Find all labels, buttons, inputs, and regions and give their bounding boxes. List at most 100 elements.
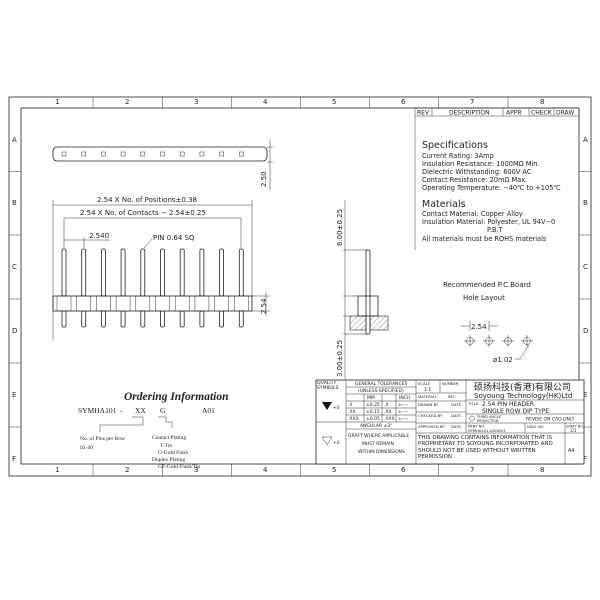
zone-column-label: 3 <box>194 98 198 106</box>
zone-row-label: F <box>583 455 587 463</box>
header-front-view: 2.54 X No. of Positions±0.38 2.54 X No. … <box>52 196 270 340</box>
code-dash: - <box>120 406 123 415</box>
zone-row-label: E <box>12 391 16 399</box>
tolerance-cell: ±---- <box>398 402 409 408</box>
pin-upper <box>219 248 225 297</box>
mm-header: MM <box>367 395 375 401</box>
check-header: CHECK <box>531 110 553 117</box>
zone-column-label: 4 <box>263 98 268 106</box>
tolerance-cell: ±0.15 <box>366 409 380 415</box>
draft-note: WITHIN DIMENSIONS <box>358 449 405 455</box>
title-block: QUALITY SYMBOLS GENERAL TOLERANCES (UNLE… <box>315 379 585 465</box>
zone-column-label: 1 <box>55 466 59 474</box>
zone-row-label: A <box>583 136 588 144</box>
date-label: DATE <box>451 402 461 407</box>
tolerance-cell: .X <box>384 402 389 408</box>
zone-column-label: 7 <box>470 466 474 474</box>
draft-note: MUST REMAIN <box>362 441 394 447</box>
materials-title: Materials <box>422 199 466 210</box>
pin-lower <box>61 310 67 328</box>
part-no-label: PART NO. <box>468 424 485 429</box>
pin-lower <box>140 310 146 328</box>
material-line: P.B.T <box>487 226 504 234</box>
pin-square <box>199 151 205 157</box>
inner-frame <box>20 107 580 465</box>
pcb-hole-layout: Recommended P.C.Board Hole Layout 2.54 ø… <box>443 281 533 364</box>
height-dimension: 2.50 <box>260 171 268 187</box>
quality-triangle-icon <box>322 402 332 410</box>
pin-square <box>120 151 126 157</box>
pin-square <box>140 151 146 157</box>
quality-symbol-value: +0 <box>333 405 340 411</box>
draft-note: DRAFT WHERE APPLICABLE <box>348 433 409 439</box>
angular-tolerance: ANGULAR ±3° <box>360 423 392 429</box>
date-label: DATE <box>451 413 461 418</box>
specifications-title: Specifications <box>422 140 488 151</box>
quality-symbol-value: +0 <box>333 440 340 446</box>
duplex-option: GF-Gold Flash/Tin <box>158 464 200 470</box>
body-height-dimension: 2.54 <box>260 298 268 314</box>
pin-lower <box>199 310 205 328</box>
part-number: SYMHA101-XXGA01 <box>468 428 506 433</box>
tolerance-cell: .XX <box>384 409 392 415</box>
zone-column-label: 7 <box>470 98 474 106</box>
lower-pin-dimension: 3.00±0.25 <box>336 340 344 377</box>
zone-column-label: 6 <box>401 466 406 474</box>
date-label: DATE <box>451 424 461 429</box>
tolerance-cell: ±0.25 <box>366 402 380 408</box>
rec-label: REC <box>448 394 456 399</box>
pitch-dimension: 2.540 <box>89 232 109 240</box>
drawing-subtitle: SINGLE ROW DIP TYPE <box>482 408 549 415</box>
pin-upper <box>238 248 244 297</box>
tolerance-cell: .XX <box>348 409 356 415</box>
pin-upper <box>61 248 67 297</box>
inch-header: INCH <box>399 395 410 401</box>
pin-square <box>239 151 244 157</box>
number-label: NUMBER <box>442 381 459 386</box>
material-line: Contact Material: Copper Alloy <box>422 210 523 218</box>
zone-row-label: B <box>583 199 588 207</box>
code-plating: G <box>160 406 166 415</box>
zone-row-label: D <box>583 327 588 335</box>
tolerance-cell: ±---- <box>398 409 409 415</box>
pin-lower <box>81 310 87 328</box>
pcb-layout-title: Recommended P.C.Board <box>443 281 531 289</box>
pin-square <box>81 151 86 157</box>
tolerances-title: GENERAL TOLERANCES <box>355 381 408 387</box>
plating-title: Contact Plating <box>152 435 186 441</box>
scale-label: SCALE <box>418 381 431 386</box>
pins-range: 02-40 <box>80 445 93 451</box>
zone-column-label: 6 <box>401 98 406 106</box>
zone-column-label: 2 <box>125 98 129 106</box>
zone-row-label: D <box>12 327 17 335</box>
zone-column-label: 5 <box>332 466 336 474</box>
pin-upper <box>160 248 165 297</box>
quality-triangle-outline-icon <box>321 436 333 446</box>
spec-line: Insulation Resistance: 1000MΩ Min. <box>422 160 540 168</box>
drawn-by-label: DRAWN BY <box>418 402 439 407</box>
pin-lower <box>238 310 244 328</box>
pin-housing-cell <box>76 295 91 312</box>
company-name-english: Soyoung Technology(HK)Ltd <box>474 392 572 400</box>
pin-square <box>179 151 185 157</box>
overall-length-dimension: 2.54 X No. of Positions±0.38 <box>97 196 197 204</box>
pin-square <box>101 151 106 157</box>
tolerance-cell: ±---- <box>398 416 409 422</box>
outer-frame <box>8 96 592 477</box>
ordering-information: Ordering Information SYMHA101 - XX G A01… <box>78 391 228 470</box>
tolerance-cell: ±0.05 <box>366 416 380 422</box>
header-top-view: 2.50 <box>52 140 273 190</box>
tolerances-subtitle: (UNLESS SPECIFIED) <box>358 388 404 394</box>
zone-row-label: B <box>12 199 17 207</box>
material-label: MATERIAL <box>418 394 438 399</box>
code-prefix: SYMHA101 <box>78 406 117 415</box>
zone-row-label: F <box>12 455 16 463</box>
pin-housing-cell <box>174 295 190 312</box>
pin-size-label: PIN 0.64 SQ <box>153 234 195 242</box>
sheet-size: A4 <box>568 448 575 454</box>
ordering-title: Ordering Information <box>124 391 228 403</box>
pin-upper <box>179 248 185 297</box>
pin-upper <box>101 248 106 297</box>
